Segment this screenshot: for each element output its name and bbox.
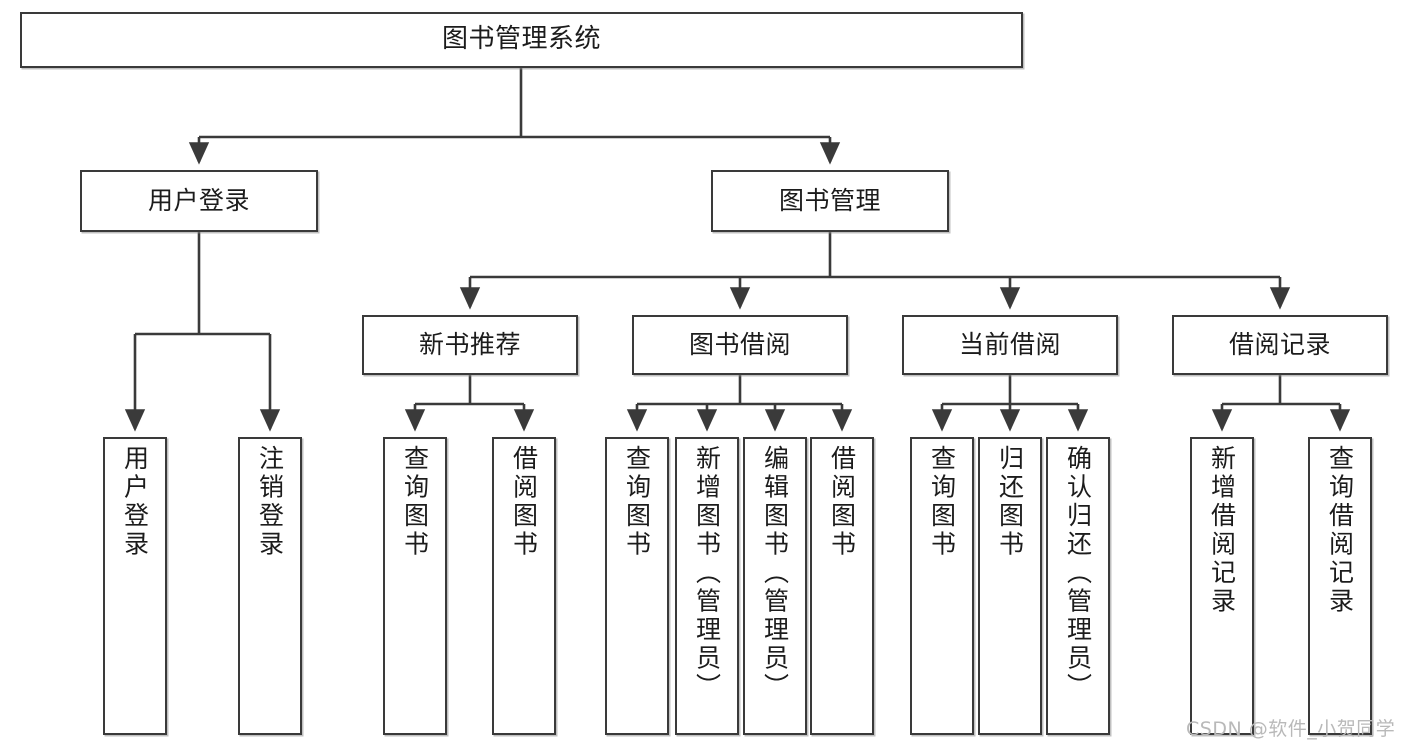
node-label: 归还图书 xyxy=(995,445,1025,559)
leaf-record-add[interactable]: 新增借阅记录 xyxy=(1190,437,1254,735)
node-label: 查询图书 xyxy=(400,445,430,559)
leaf-new-book-query[interactable]: 查询图书 xyxy=(383,437,447,735)
node-label: 借阅记录 xyxy=(1228,329,1331,359)
node-label: 图书管理 xyxy=(778,185,881,215)
leaf-user-login-login[interactable]: 用户登录 xyxy=(103,437,167,735)
node-user-login[interactable]: 用户登录 xyxy=(80,170,318,232)
node-book-borrow[interactable]: 图书借阅 xyxy=(632,315,848,375)
csdn-watermark: CSDN @软件_小贺同学 xyxy=(1186,718,1396,740)
node-label: 新书推荐 xyxy=(418,329,521,359)
node-label: 借阅图书 xyxy=(827,445,857,559)
node-label: 确认归还（管理员） xyxy=(1063,445,1093,702)
node-label: 当前借阅 xyxy=(958,329,1061,359)
node-label: 图书借阅 xyxy=(688,329,791,359)
node-label: 借阅图书 xyxy=(509,445,539,559)
node-label: 新增图书（管理员） xyxy=(692,445,722,702)
node-current-borrow[interactable]: 当前借阅 xyxy=(902,315,1118,375)
node-book-management[interactable]: 图书管理 xyxy=(711,170,949,232)
node-label: 新增借阅记录 xyxy=(1207,445,1237,616)
node-label: 用户登录 xyxy=(147,185,250,215)
node-label: 查询借阅记录 xyxy=(1325,445,1355,616)
leaf-borrow-query-book[interactable]: 查询图书 xyxy=(605,437,669,735)
leaf-borrow-borrow-book[interactable]: 借阅图书 xyxy=(810,437,874,735)
node-label: 编辑图书（管理员） xyxy=(760,445,790,702)
node-label: 用户登录 xyxy=(120,445,150,559)
node-label: 图书管理系统 xyxy=(441,24,601,55)
leaf-borrow-edit-book[interactable]: 编辑图书（管理员） xyxy=(743,437,807,735)
node-label: 注销登录 xyxy=(255,445,285,559)
leaf-user-login-logout[interactable]: 注销登录 xyxy=(238,437,302,735)
node-label: 查询图书 xyxy=(927,445,957,559)
leaf-record-query[interactable]: 查询借阅记录 xyxy=(1308,437,1372,735)
node-new-book-recommend[interactable]: 新书推荐 xyxy=(362,315,578,375)
leaf-new-book-borrow[interactable]: 借阅图书 xyxy=(492,437,556,735)
leaf-borrow-add-book[interactable]: 新增图书（管理员） xyxy=(675,437,739,735)
node-root-system[interactable]: 图书管理系统 xyxy=(20,12,1023,68)
node-label: 查询图书 xyxy=(622,445,652,559)
leaf-current-confirm-return[interactable]: 确认归还（管理员） xyxy=(1046,437,1110,735)
leaf-current-query-book[interactable]: 查询图书 xyxy=(910,437,974,735)
node-borrow-record[interactable]: 借阅记录 xyxy=(1172,315,1388,375)
leaf-current-return-book[interactable]: 归还图书 xyxy=(978,437,1042,735)
